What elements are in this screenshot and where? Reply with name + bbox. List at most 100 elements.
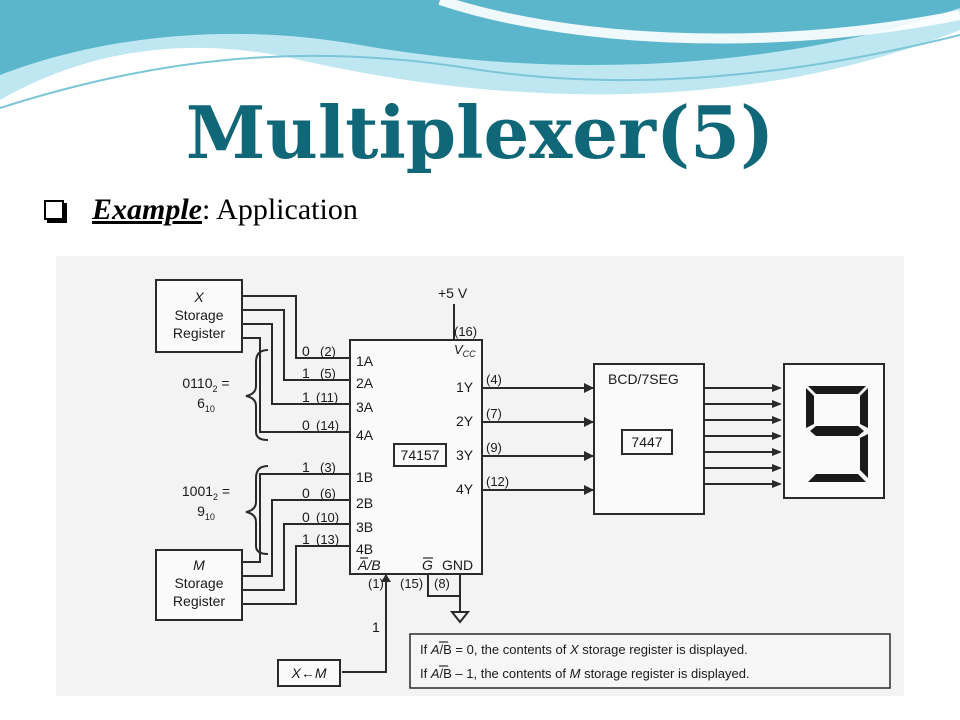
x-register-label-2: Storage: [174, 307, 223, 323]
decoder-chip-number-box: [621, 429, 673, 455]
segment-b: [860, 388, 868, 428]
mux-input-2a: 2A: [356, 375, 374, 391]
supply-voltage-label: +5 V: [438, 285, 468, 301]
x-bit-3: 1: [302, 389, 310, 405]
enable-label: G: [422, 557, 433, 573]
segment-a: [808, 386, 866, 394]
mux-input-4a: 4A: [356, 427, 374, 443]
m-input-pin-3: (10): [316, 510, 339, 525]
wave-highlight: [438, 0, 960, 44]
x-bit-1: 0: [302, 343, 310, 359]
note-2: If A/B – 1, the contents of M storage re…: [420, 666, 750, 681]
x-storage-register-box: [155, 279, 243, 353]
seg-arrow-6: [772, 464, 782, 472]
mux-output-2y: 2Y: [456, 413, 474, 429]
x-value-brace: [245, 349, 269, 441]
enable-gnd-wire: [427, 574, 461, 597]
x-wire-3: [242, 323, 350, 405]
m-storage-register-box: [155, 549, 243, 621]
vcc-pin: (16): [454, 324, 477, 339]
mux-out-arrow-1: [584, 383, 594, 393]
seg-arrow-3: [772, 416, 782, 424]
x-input-pin-3: (11): [316, 390, 338, 405]
gnd-label: GND: [442, 557, 473, 573]
m-bit-1: 1: [302, 459, 310, 475]
bullet-line: Example : Application: [44, 190, 358, 230]
ground-symbol: [449, 611, 471, 624]
m-bit-2: 0: [302, 485, 310, 501]
x-wire-2: [242, 309, 350, 381]
x-input-pin-4: (14): [316, 418, 339, 433]
mux-input-3b: 3B: [356, 519, 373, 535]
select-label: A/B: [357, 557, 381, 573]
m-input-pin-4: (13): [316, 532, 339, 547]
seg-arrow-1: [772, 384, 782, 392]
segment-c: [860, 434, 868, 478]
wave-line: [0, 34, 960, 109]
m-bit-3: 0: [302, 509, 310, 525]
decoder-chip-number: 7447: [631, 434, 662, 450]
display-digit-nine: [806, 386, 868, 482]
vcc-label: VCC: [454, 342, 476, 359]
header-wave-decoration: [0, 0, 960, 109]
notes-box: [409, 633, 891, 689]
segment-f: [806, 388, 814, 428]
enable-pin: (15): [400, 576, 423, 591]
x-input-pin-2: (5): [320, 366, 336, 381]
m-value-brace: [245, 465, 269, 555]
m-wire-1: [242, 473, 350, 563]
decoder-output-wires: [704, 384, 782, 488]
mux-output-pin-4: (12): [486, 474, 509, 489]
checkbox-bullet-icon: [44, 200, 64, 220]
mux-input-2b: 2B: [356, 495, 373, 511]
segment-d: [808, 474, 866, 482]
wave-front: [0, 0, 960, 75]
m-value-decimal: 910: [197, 503, 215, 522]
seg-arrow-7: [772, 480, 782, 488]
note-1: If A/B = 0, the contents of X storage re…: [420, 642, 748, 657]
seg-arrow-4: [772, 432, 782, 440]
m-input-pin-2: (6): [320, 486, 336, 501]
mux-output-1y: 1Y: [456, 379, 474, 395]
gnd-pin: (8): [434, 576, 450, 591]
m-register-label-2: Storage: [174, 575, 223, 591]
select-level: 1: [372, 619, 380, 635]
m-wire-2: [242, 499, 350, 577]
mux-output-pin-1: (4): [486, 372, 502, 387]
mux-chip-number-box: [393, 443, 447, 467]
x-wire-1: [242, 295, 350, 359]
switch-x-m-label: X←M: [291, 665, 327, 681]
switch-x-m-box: [277, 659, 341, 687]
select-arrow: [381, 574, 391, 582]
mux-output-3y: 3Y: [456, 447, 474, 463]
mux-input-4b: 4B: [356, 541, 373, 557]
m-wire-3: [242, 523, 350, 591]
x-value-binary: 01102 =: [182, 375, 229, 394]
decoder-label: BCD/7SEG: [608, 371, 679, 387]
m-bit-4: 1: [302, 531, 310, 547]
seg-arrow-2: [772, 400, 782, 408]
mux-output-pin-2: (7): [486, 406, 502, 421]
mux-output-4y: 4Y: [456, 481, 474, 497]
x-input-pin-1: (2): [320, 344, 336, 359]
mux-out-arrow-3: [584, 451, 594, 461]
bullet-text: : Application: [202, 193, 358, 226]
mux-output-pin-3: (9): [486, 440, 502, 455]
page-title: Multiplexer(5): [185, 90, 775, 175]
m-input-pin-1: (3): [320, 460, 336, 475]
x-bit-4: 0: [302, 417, 310, 433]
mux-input-1a: 1A: [356, 353, 374, 369]
multiplexer-circuit-diagram: X Storage Register M Storage Register 01…: [56, 256, 904, 696]
select-pin: (1): [368, 576, 384, 591]
m-register-label-3: Register: [173, 593, 225, 609]
x-register-label-3: Register: [173, 325, 225, 341]
mux-out-arrow-2: [584, 417, 594, 427]
seg-arrow-5: [772, 448, 782, 456]
bullet-label: Example: [92, 193, 202, 226]
x-value-decimal: 610: [197, 395, 215, 414]
m-register-label-1: M: [193, 557, 205, 573]
x-wire-4: [242, 337, 350, 433]
select-wire: [342, 574, 387, 673]
x-bit-2: 1: [302, 365, 310, 381]
mux-input-1b: 1B: [356, 469, 373, 485]
